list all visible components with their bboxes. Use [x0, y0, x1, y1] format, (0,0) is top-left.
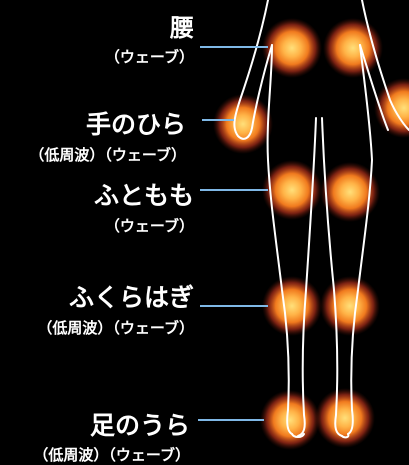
label-palm-title: 手のひら	[85, 110, 186, 139]
glow-sole-left	[260, 390, 320, 450]
label-waist-sub: （ウェーブ）	[104, 48, 194, 66]
label-calf: ふくらはぎ （低周波）（ウェーブ）	[37, 278, 194, 338]
glow-thigh-right	[320, 162, 380, 222]
glow-spots	[213, 18, 409, 450]
label-calf-sub: （低周波）（ウェーブ）	[37, 319, 194, 337]
label-palm: 手のひら （低周波）（ウェーブ）	[29, 105, 186, 165]
label-waist: 腰 （ウェーブ）	[105, 8, 194, 67]
label-thigh-sub: （ウェーブ）	[104, 217, 194, 235]
label-thigh: ふともも （ウェーブ）	[94, 176, 194, 236]
glow-palm-right	[374, 78, 409, 138]
leader-lines	[198, 46, 268, 421]
glow-waist-left	[262, 18, 322, 78]
label-sole-sub: （低周波）（ウェーブ）	[33, 446, 190, 464]
label-waist-title: 腰	[170, 14, 194, 42]
label-sole: 足のうら （低周波）（ウェーブ）	[33, 406, 190, 465]
label-thigh-title: ふともも	[93, 181, 194, 210]
glow-palm-left	[213, 94, 273, 154]
body-outline	[233, 0, 409, 439]
label-calf-title: ふくらはぎ	[68, 283, 194, 312]
glow-thigh-left	[262, 160, 322, 220]
glow-calf-right	[320, 276, 380, 336]
glow-sole-right	[315, 388, 375, 448]
label-sole-title: 足のうら	[89, 411, 190, 440]
label-palm-sub: （低周波）（ウェーブ）	[29, 146, 186, 164]
glow-calf-left	[262, 276, 322, 336]
glow-waist-right	[323, 18, 383, 78]
